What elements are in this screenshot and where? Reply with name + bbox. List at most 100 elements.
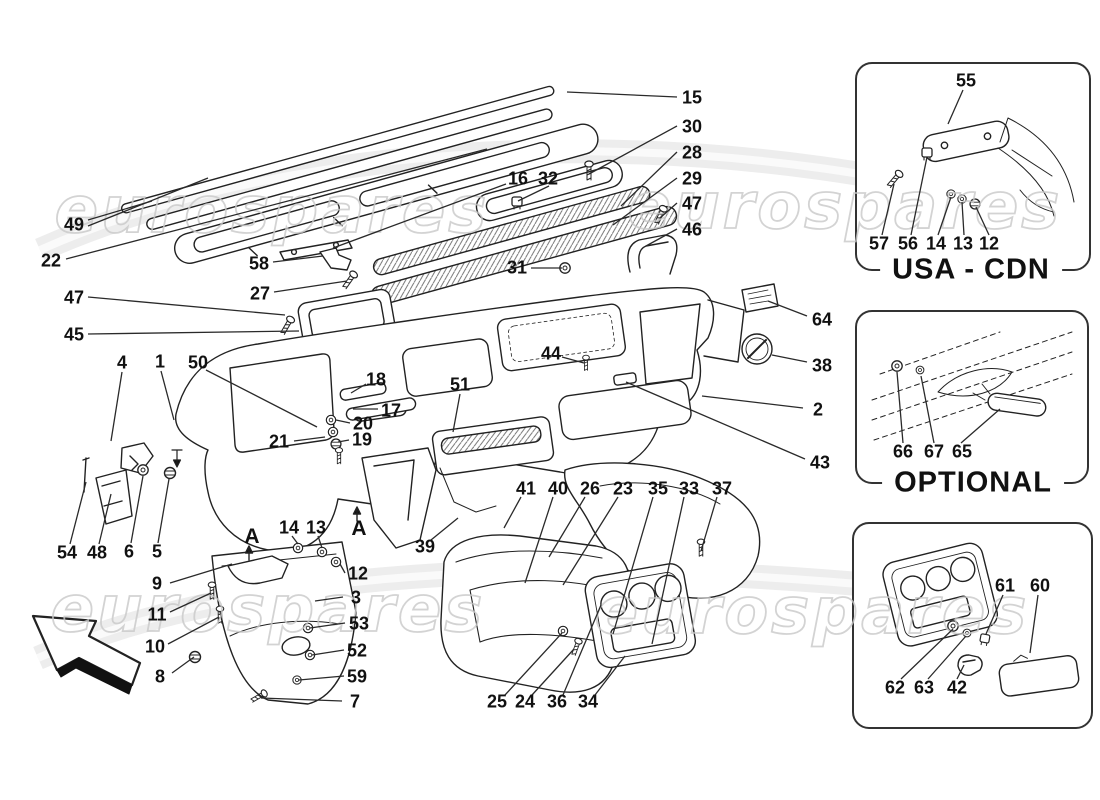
leader-line-25: [452, 393, 461, 433]
leader-line-13: [620, 151, 678, 207]
leader-line-40: [130, 475, 144, 544]
leader-line-26: [561, 356, 585, 364]
leader-line-14: [612, 177, 678, 226]
leader-line-17: [110, 371, 123, 442]
leader-line-31: [503, 496, 522, 529]
leader-lines: [65, 89, 1039, 702]
leader-line-15: [659, 202, 678, 219]
optional-box: [855, 310, 1089, 484]
leader-line-32: [524, 496, 554, 584]
bracket-58: [319, 247, 352, 271]
washer-14: [292, 542, 304, 554]
leader-line-53: [298, 675, 345, 681]
leader-line-9: [517, 185, 550, 202]
defroster-brackets: [279, 160, 678, 291]
leader-line-3: [65, 148, 488, 260]
leader-line-46: [169, 592, 212, 613]
instrument-bezel-33: [584, 563, 697, 669]
screw-27: [340, 268, 360, 291]
pin-54: [82, 457, 90, 493]
bracket-9: [227, 555, 289, 585]
defroster-trim-strips: [121, 85, 678, 306]
leader-line-23: [293, 436, 326, 442]
lamp-65: [987, 392, 1047, 417]
leader-line-19: [205, 369, 318, 428]
usa-cdn-contents: [884, 117, 1075, 217]
leader-line-38: [69, 481, 87, 545]
washer-12: [330, 556, 342, 568]
watermark-text-2: eurospares: [628, 170, 1063, 244]
accessory-bezel: [882, 542, 999, 647]
nut-8: [188, 650, 202, 664]
leader-line-57: [562, 604, 602, 696]
leader-line-20: [350, 383, 367, 394]
leader-line-71: [927, 635, 967, 680]
leader-line-36: [651, 496, 685, 645]
leader-line-34: [562, 496, 619, 586]
leader-line-29: [701, 395, 804, 409]
leader-line-63: [961, 201, 965, 236]
leader-line-64: [975, 206, 990, 236]
lens-60: [998, 655, 1080, 697]
washer-67: [915, 365, 925, 375]
leader-line-61: [910, 156, 928, 236]
leader-line-39: [98, 493, 112, 545]
leader-line-49: [339, 563, 346, 574]
center-bracket: [361, 447, 437, 549]
leader-line-55: [504, 632, 563, 696]
leader-line-67: [960, 408, 1001, 444]
knee-panel: [188, 541, 357, 705]
leader-line-7: [87, 330, 300, 335]
watermark-text-4: eurospares: [595, 575, 1030, 649]
leader-line-24: [337, 439, 350, 443]
direction-arrow: [31, 614, 142, 695]
washer-13: [316, 546, 328, 558]
leader-line-42: [291, 535, 299, 545]
leader-line-6: [87, 296, 286, 316]
latch-43: [613, 372, 637, 386]
leader-line-72: [956, 664, 965, 680]
right-cutout: [639, 303, 701, 385]
leader-line-56: [531, 648, 575, 696]
center-console: [361, 416, 555, 549]
airbag-sticker-64: [741, 283, 779, 313]
leader-line-52: [311, 649, 345, 656]
leader-line-48: [171, 656, 195, 674]
leader-line-12: [588, 125, 678, 175]
leader-line-54: [260, 697, 343, 702]
leader-line-41: [157, 478, 170, 544]
strip-17: [345, 397, 417, 421]
leader-line-58: [594, 655, 626, 696]
leader-line-22: [335, 419, 351, 424]
optional-contents: [871, 331, 1073, 441]
leader-line-59: [947, 89, 964, 125]
vent-slider-hardware: [325, 382, 417, 465]
leader-line-4: [272, 255, 324, 263]
leader-line-27: [767, 300, 808, 317]
accessory-contents: [882, 542, 1080, 697]
leader-line-5: [273, 280, 348, 293]
watermark-text-3: eurospares: [51, 573, 486, 647]
leader-line-11: [566, 91, 678, 98]
lower-right-panel: [563, 462, 761, 599]
airbag-emblem-38: [741, 333, 773, 365]
leader-line-70: [900, 628, 954, 680]
leader-line-8: [332, 183, 507, 249]
leader-line-35: [612, 496, 654, 635]
grommet-66: [891, 360, 903, 372]
leader-line-62: [937, 196, 952, 236]
binnacle: [440, 534, 706, 693]
leader-line-28: [771, 354, 808, 363]
leader-line-51: [309, 622, 346, 629]
main-dashboard: [175, 287, 745, 552]
leader-line-45: [169, 563, 233, 584]
leader-line-44: [430, 517, 459, 541]
bracket-42: [957, 654, 983, 676]
washer-25: [557, 625, 569, 637]
leader-line-66: [920, 375, 935, 444]
leader-line-33: [548, 496, 586, 558]
assembly-arrows: [171, 449, 362, 561]
